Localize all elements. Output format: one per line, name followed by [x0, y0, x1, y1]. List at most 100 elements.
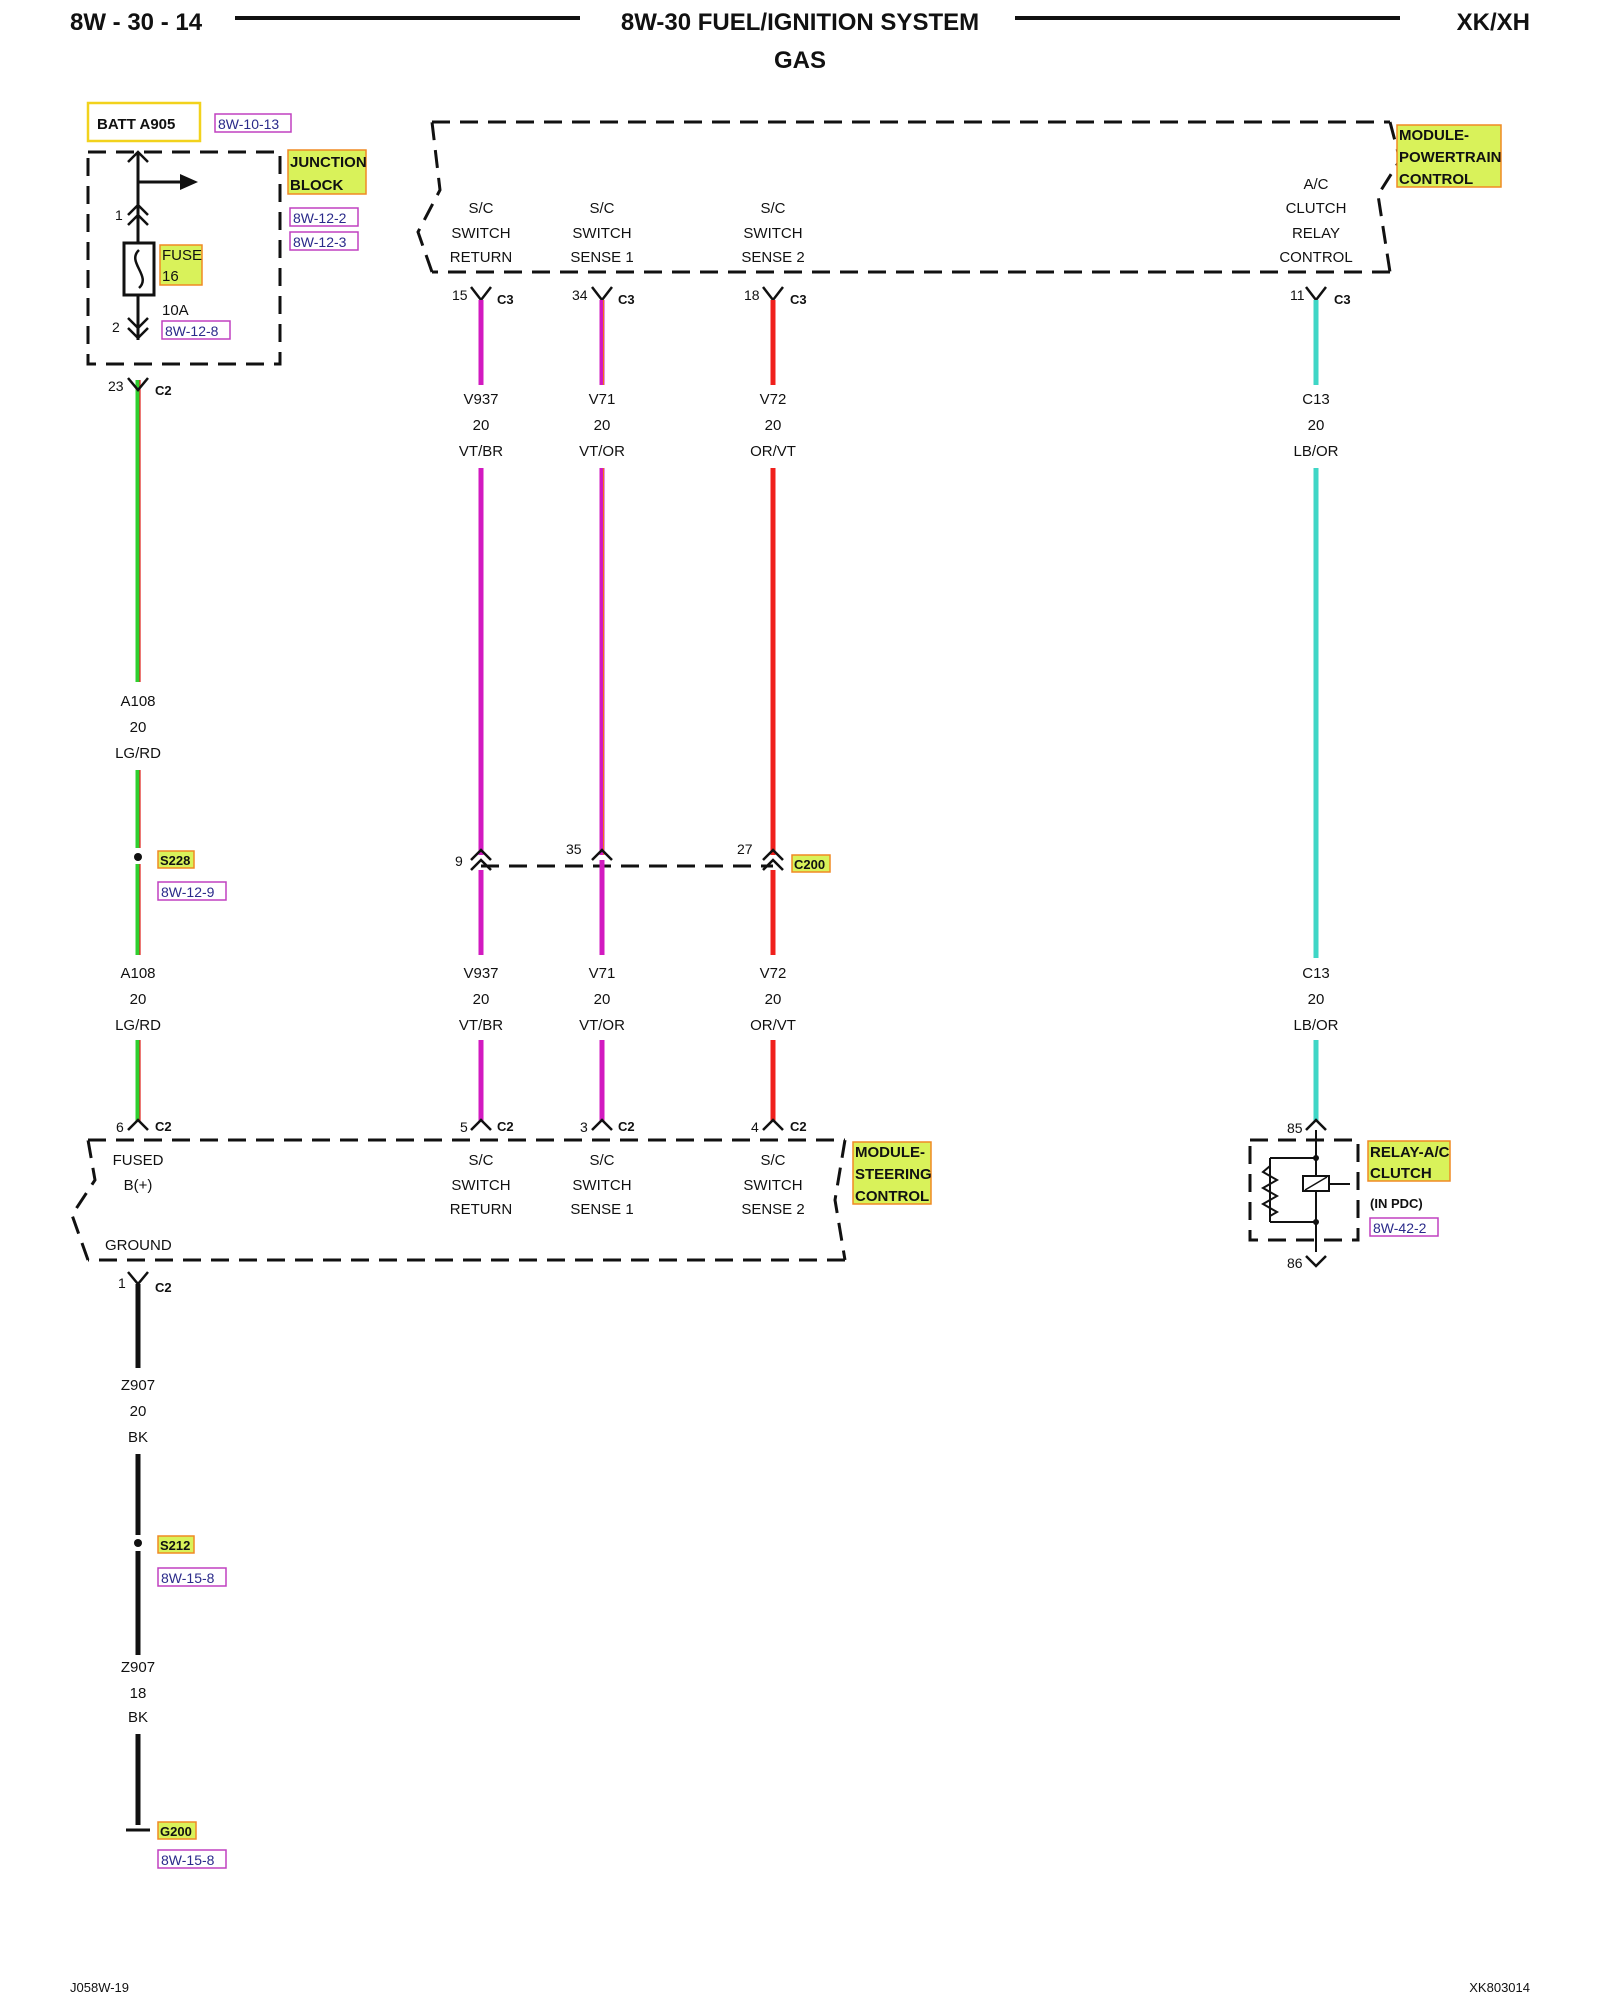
s228-label-box [157, 850, 195, 869]
jb-pin1-connector-icon [127, 203, 149, 226]
scm-terminal-icon [762, 1118, 784, 1131]
pcm-pin-label: SENSE 2 [741, 249, 804, 266]
fuse-ref[interactable]: 8W-12-8 [165, 323, 219, 339]
s228-ref[interactable]: 8W-12-9 [161, 884, 215, 900]
relay-pin86-terminal-icon [1305, 1255, 1327, 1268]
page-subtitle: GAS [774, 47, 826, 74]
c200-label: C200 [794, 857, 825, 872]
scm-label-box [852, 1141, 932, 1205]
jb-ref-2[interactable]: 8W-12-3 [293, 234, 347, 250]
jb-ref-2-box [289, 231, 359, 251]
scm-pin-label: SWITCH [743, 1177, 802, 1194]
v937-lower-gauge: 20 [473, 991, 490, 1008]
g200-ref[interactable]: 8W-15-8 [161, 1852, 215, 1868]
scm-pin: 5 [460, 1119, 468, 1135]
a108-connector-c2: C2 [155, 383, 172, 398]
s212-ref-box [157, 1567, 227, 1587]
scm-pin: 6 [116, 1119, 124, 1135]
s228-ref-box [157, 881, 227, 901]
c2-terminal-icon [127, 377, 149, 392]
relay-pin-86: 86 [1287, 1255, 1303, 1271]
s212-ref[interactable]: 8W-15-8 [161, 1570, 215, 1586]
a108-lower-gauge: 20 [130, 991, 147, 1008]
z907-upper-circuit: Z907 [121, 1377, 155, 1394]
scm-pin-label: SENSE 2 [741, 1201, 804, 1218]
v71-lower-color: VT/OR [579, 1017, 625, 1034]
pcm-terminal-icon [1305, 286, 1327, 303]
relay-label-1: RELAY-A/C [1370, 1144, 1450, 1161]
battery-ref[interactable]: 8W-10-13 [218, 116, 279, 132]
pcm-pin-sc-return: S/C SWITCH RETURN [450, 200, 513, 266]
pcm-pin-label: SWITCH [572, 225, 631, 242]
junction-block-label-box [287, 149, 367, 195]
pcm-pin-number: 18 [744, 287, 760, 303]
relay-node-icon [1313, 1219, 1319, 1225]
scm-connector: C2 [790, 1119, 807, 1134]
battery-box [86, 101, 202, 143]
pcm-pin-label: CONTROL [1279, 249, 1352, 266]
pcm-terminal-icon [762, 286, 784, 303]
pcm-label-1: MODULE- [1399, 127, 1469, 144]
v72-lower-gauge: 20 [765, 991, 782, 1008]
pcm-pin-label: SWITCH [743, 225, 802, 242]
pcm-label-2: POWERTRAIN [1399, 149, 1502, 166]
battery-ref-box [214, 113, 292, 133]
scm-label-3: CONTROL [855, 1188, 929, 1205]
s228-splice-icon [134, 853, 142, 861]
s212-label-box [157, 1535, 195, 1554]
scm-fused-label: B(+) [124, 1177, 153, 1194]
v937-color: VT/BR [459, 443, 503, 460]
pcm-label-box [1396, 124, 1502, 188]
jb-ref-1-box [289, 207, 359, 227]
relay-pin-85: 85 [1287, 1120, 1303, 1136]
fuse-label: FUSE [162, 247, 202, 264]
v937-circuit: V937 [463, 391, 498, 408]
v71-gauge: 20 [594, 417, 611, 434]
jb-pin-2: 2 [112, 319, 120, 335]
scm-pin-label: S/C [589, 1152, 614, 1169]
jb-ref-1[interactable]: 8W-12-2 [293, 210, 347, 226]
relay-coil-diag [1304, 1176, 1328, 1191]
scm-terminal-icon [127, 1118, 149, 1131]
c200-pin: 9 [455, 853, 463, 869]
a108-upper-color: LG/RD [115, 745, 161, 762]
relay-ref[interactable]: 8W-42-2 [1373, 1220, 1427, 1236]
c13-lower-circuit: C13 [1302, 965, 1330, 982]
scm-pin-label: S/C [468, 1152, 493, 1169]
z907-upper-gauge: 20 [130, 1403, 147, 1420]
z907-lower-circuit: Z907 [121, 1659, 155, 1676]
g200-ref-box [157, 1849, 227, 1869]
z907-lower-gauge: 18 [130, 1685, 147, 1702]
v72-lower-color: OR/VT [750, 1017, 796, 1034]
c13-lower-color: LB/OR [1293, 1017, 1338, 1034]
relay-label-box [1367, 1140, 1451, 1182]
footer-left: J058W-19 [70, 1980, 129, 1995]
scm-label-1: MODULE- [855, 1144, 925, 1161]
scm-pin-label: SWITCH [451, 1177, 510, 1194]
g200-label: G200 [160, 1824, 192, 1839]
v71-lower-gauge: 20 [594, 991, 611, 1008]
s212-splice-icon [134, 1539, 142, 1547]
footer-right: XK803014 [1469, 1980, 1530, 1995]
relay-label-3: (IN PDC) [1370, 1196, 1423, 1211]
jb-pin2-connector-icon [127, 317, 149, 340]
pcm-pin-sc-sense2: S/C SWITCH SENSE 2 [741, 200, 804, 266]
scm-outline [70, 1138, 847, 1262]
pcm-pin-label: S/C [760, 200, 785, 217]
a108-upper-circuit: A108 [120, 693, 155, 710]
pcm-connector: C3 [497, 292, 514, 307]
fuse-rating: 10A [162, 302, 189, 319]
jb-entry-marker [127, 150, 149, 163]
c13-lower-gauge: 20 [1308, 991, 1325, 1008]
scm-pin-label: S/C [760, 1152, 785, 1169]
v71-lower-circuit: V71 [589, 965, 616, 982]
pcm-connector: C3 [618, 292, 635, 307]
scm-terminal-icon [470, 1118, 492, 1131]
v937-gauge: 20 [473, 417, 490, 434]
s228-label: S228 [160, 853, 190, 868]
junction-block-label-1: JUNCTION [290, 154, 367, 171]
pcm-pin-sc-sense1: S/C SWITCH SENSE 1 [570, 200, 633, 266]
relay-resistor-icon [1260, 1165, 1280, 1217]
pcm-pin-label: RETURN [450, 249, 513, 266]
